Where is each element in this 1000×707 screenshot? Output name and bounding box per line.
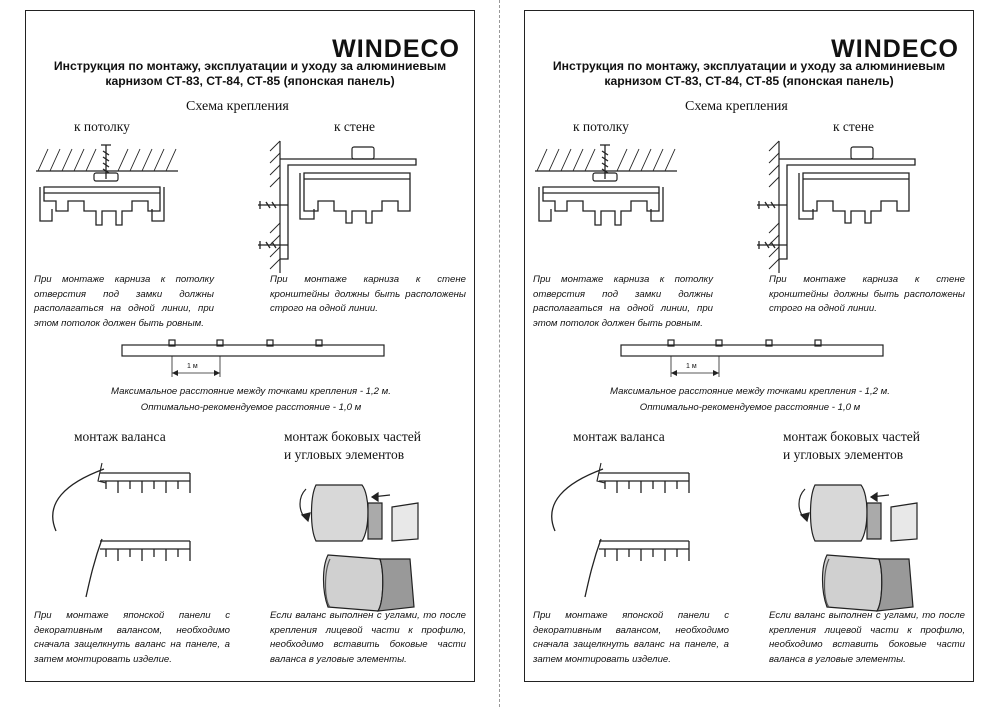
- side-note: Если валанс выполнен с углами, то после …: [769, 610, 965, 665]
- ceiling-mount-diagram: [36, 144, 178, 226]
- page-title: Инструкция по монтажу, эксплуатации и ух…: [525, 59, 973, 89]
- ceiling-note: При монтаже карниза к потолку отверстия …: [533, 274, 713, 329]
- valance-title: монтаж валанса: [74, 429, 166, 444]
- distance-label: 1 м: [187, 363, 198, 370]
- instruction-page-right: WINDECO Инструкция по монтажу, эксплуата…: [524, 10, 974, 682]
- ceiling-label: к потолку: [573, 119, 629, 134]
- wall-note: При монтаже карниза к стене кронштейны д…: [270, 274, 466, 314]
- side-title-line-1: монтаж боковых частей: [783, 429, 920, 444]
- wall-label: к стене: [833, 119, 875, 134]
- diagrams: [535, 140, 918, 612]
- max-distance-text: Максимальное расстояние между точками кр…: [610, 386, 890, 397]
- rail-diagram: [121, 339, 385, 377]
- ceiling-mount-diagram: [535, 144, 677, 226]
- valance-title: монтаж валанса: [573, 429, 665, 444]
- side-parts-diagram: [299, 484, 419, 612]
- recommended-distance-text: Оптимально-рекомендуемое расстояние - 1,…: [639, 402, 861, 413]
- brand-logo: WINDECO: [831, 35, 959, 63]
- brand-logo: WINDECO: [332, 35, 460, 63]
- recommended-distance-text: Оптимально-рекомендуемое расстояние - 1,…: [140, 402, 362, 413]
- title-line-1: Инструкция по монтажу, эксплуатации и ух…: [552, 59, 946, 73]
- rail-diagram: [620, 339, 884, 377]
- valance-note: При монтаже японской панели с декоративн…: [34, 610, 230, 665]
- wall-note: При монтаже карниза к стене кронштейны д…: [769, 274, 965, 314]
- diagrams: [36, 140, 419, 612]
- scheme-title: Схема крепления: [685, 99, 788, 114]
- ceiling-note: При монтаже карниза к потолку отверстия …: [34, 274, 214, 329]
- title-line-1: Инструкция по монтажу, эксплуатации и ух…: [53, 59, 447, 73]
- scheme-title: Схема крепления: [186, 99, 289, 114]
- wall-mount-diagram: [757, 140, 916, 273]
- max-distance-text: Максимальное расстояние между точками кр…: [111, 386, 391, 397]
- valance-note: При монтаже японской панели с декоративн…: [533, 610, 729, 665]
- cut-line: [499, 0, 500, 707]
- side-parts-diagram: [798, 484, 918, 612]
- valance-diagram: [551, 462, 690, 598]
- page-title: Инструкция по монтажу, эксплуатации и ух…: [26, 59, 474, 89]
- wall-mount-diagram: [258, 140, 417, 273]
- side-title-line-2: и угловых элементов: [284, 447, 405, 462]
- side-title-line-1: монтаж боковых частей: [284, 429, 421, 444]
- valance-diagram: [52, 462, 191, 598]
- ceiling-label: к потолку: [74, 119, 130, 134]
- title-line-2: карнизом СТ-83, СТ-84, СТ-85 (японская п…: [604, 74, 894, 88]
- side-title-line-2: и угловых элементов: [783, 447, 904, 462]
- distance-label: 1 м: [686, 363, 697, 370]
- wall-label: к стене: [334, 119, 376, 134]
- instruction-page-left: WINDECO Инструкция по монтажу, эксплуата…: [25, 10, 475, 682]
- side-note: Если валанс выполнен с углами, то после …: [270, 610, 466, 665]
- title-line-2: карнизом СТ-83, СТ-84, СТ-85 (японская п…: [105, 74, 395, 88]
